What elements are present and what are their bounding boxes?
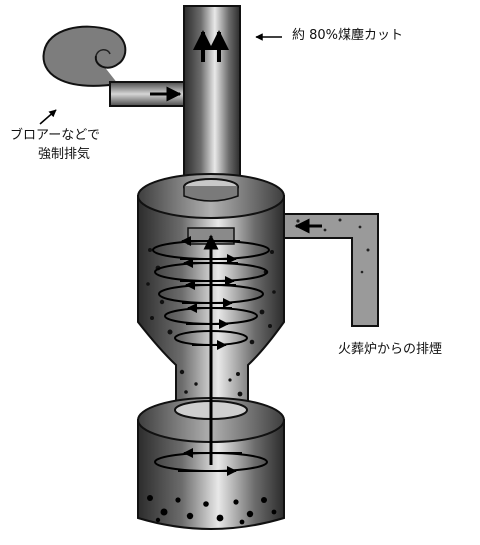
dust-particles <box>146 248 276 397</box>
exhaust-stack <box>183 5 241 187</box>
dust-cut-label: 約 80%煤塵カット <box>292 28 404 43</box>
blower-label-line1: ブロアーなどで <box>10 128 100 143</box>
blower-pointer <box>39 109 57 125</box>
cremation-exhaust-label: 火葬炉からの排煙 <box>338 342 443 357</box>
blower-label-line2: 強制排気 <box>38 147 91 162</box>
blower <box>42 25 187 107</box>
inlet-duct <box>277 213 379 327</box>
